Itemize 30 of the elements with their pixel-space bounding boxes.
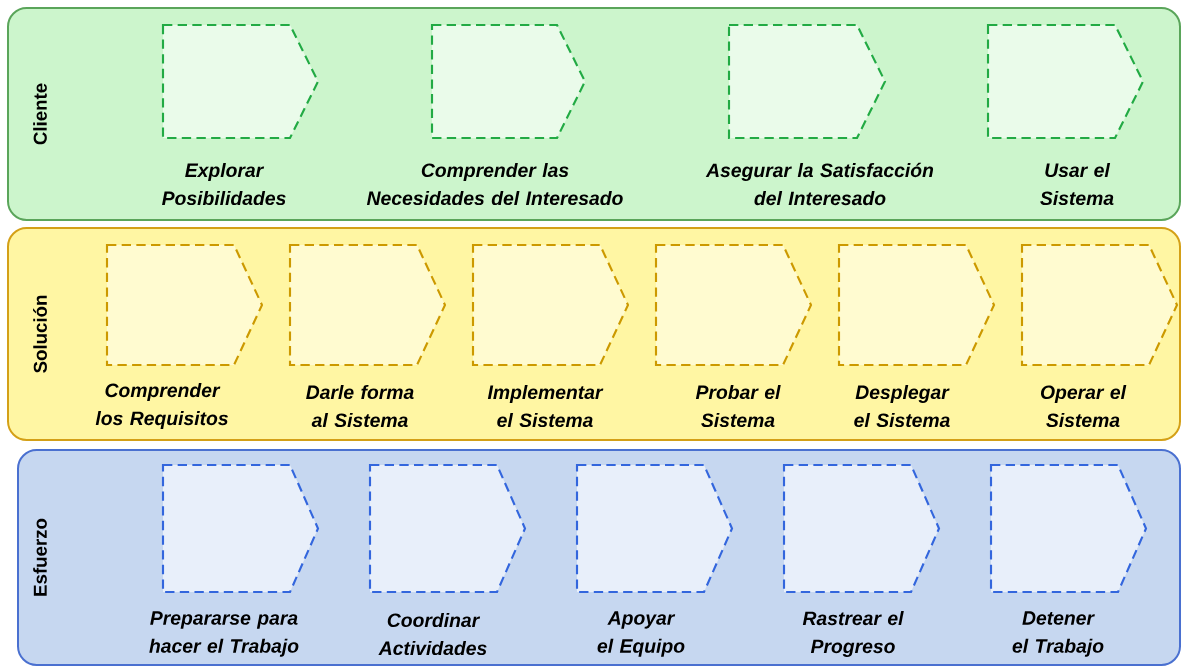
node-label: Desplegar el Sistema: [854, 384, 950, 428]
chevron-step: Desplegar el Sistema: [837, 243, 996, 428]
node-label: Implementar el Sistema: [487, 384, 604, 428]
node-label: Detener el Trabajo: [1012, 611, 1104, 657]
chevron-step: Darle forma al Sistema: [288, 243, 447, 428]
chevron-step: Comprender las Necesidades del Interesado: [366, 23, 623, 206]
chevron-step: Explorar Posibilidades: [161, 23, 320, 206]
node-label: Comprender los Requisitos: [95, 382, 228, 430]
chevron-step: Prepararse para hacer el Trabajo: [149, 463, 320, 657]
chevron-step: Apoyar el Equipo: [575, 463, 734, 657]
chevron-step: Rastrear el Progreso: [782, 463, 941, 657]
node-label: Prepararse para hacer el Trabajo: [149, 611, 299, 657]
node-label: Asegurar la Satisfacción del Interesado: [705, 162, 934, 206]
chevron-step: Implementar el Sistema: [471, 243, 630, 428]
node-label: Usar el Sistema: [1040, 162, 1114, 206]
chevron-step: Coordinar Actividades: [368, 463, 527, 656]
chevron-step: Detener el Trabajo: [989, 463, 1148, 657]
node-label: Darle forma al Sistema: [306, 384, 414, 428]
node-label: Apoyar el Equipo: [597, 611, 685, 657]
chevron-step: Asegurar la Satisfacción del Interesado: [705, 23, 934, 206]
node-label: Operar el Sistema: [1040, 384, 1127, 428]
chevron-step: Operar el Sistema: [1020, 243, 1179, 428]
chevron-step: Comprender los Requisitos: [95, 243, 264, 429]
chevron-step: Probar el Sistema: [654, 243, 813, 428]
node-label: Rastrear el Progreso: [802, 611, 904, 658]
node-label: Explorar Posibilidades: [162, 162, 286, 206]
chevron-step: Usar el Sistema: [986, 23, 1145, 206]
node-label: Probar el Sistema: [695, 384, 781, 428]
node-label: Coordinar Actividades: [378, 612, 487, 656]
node-label: Comprender las Necesidades del Interesado: [366, 162, 623, 206]
